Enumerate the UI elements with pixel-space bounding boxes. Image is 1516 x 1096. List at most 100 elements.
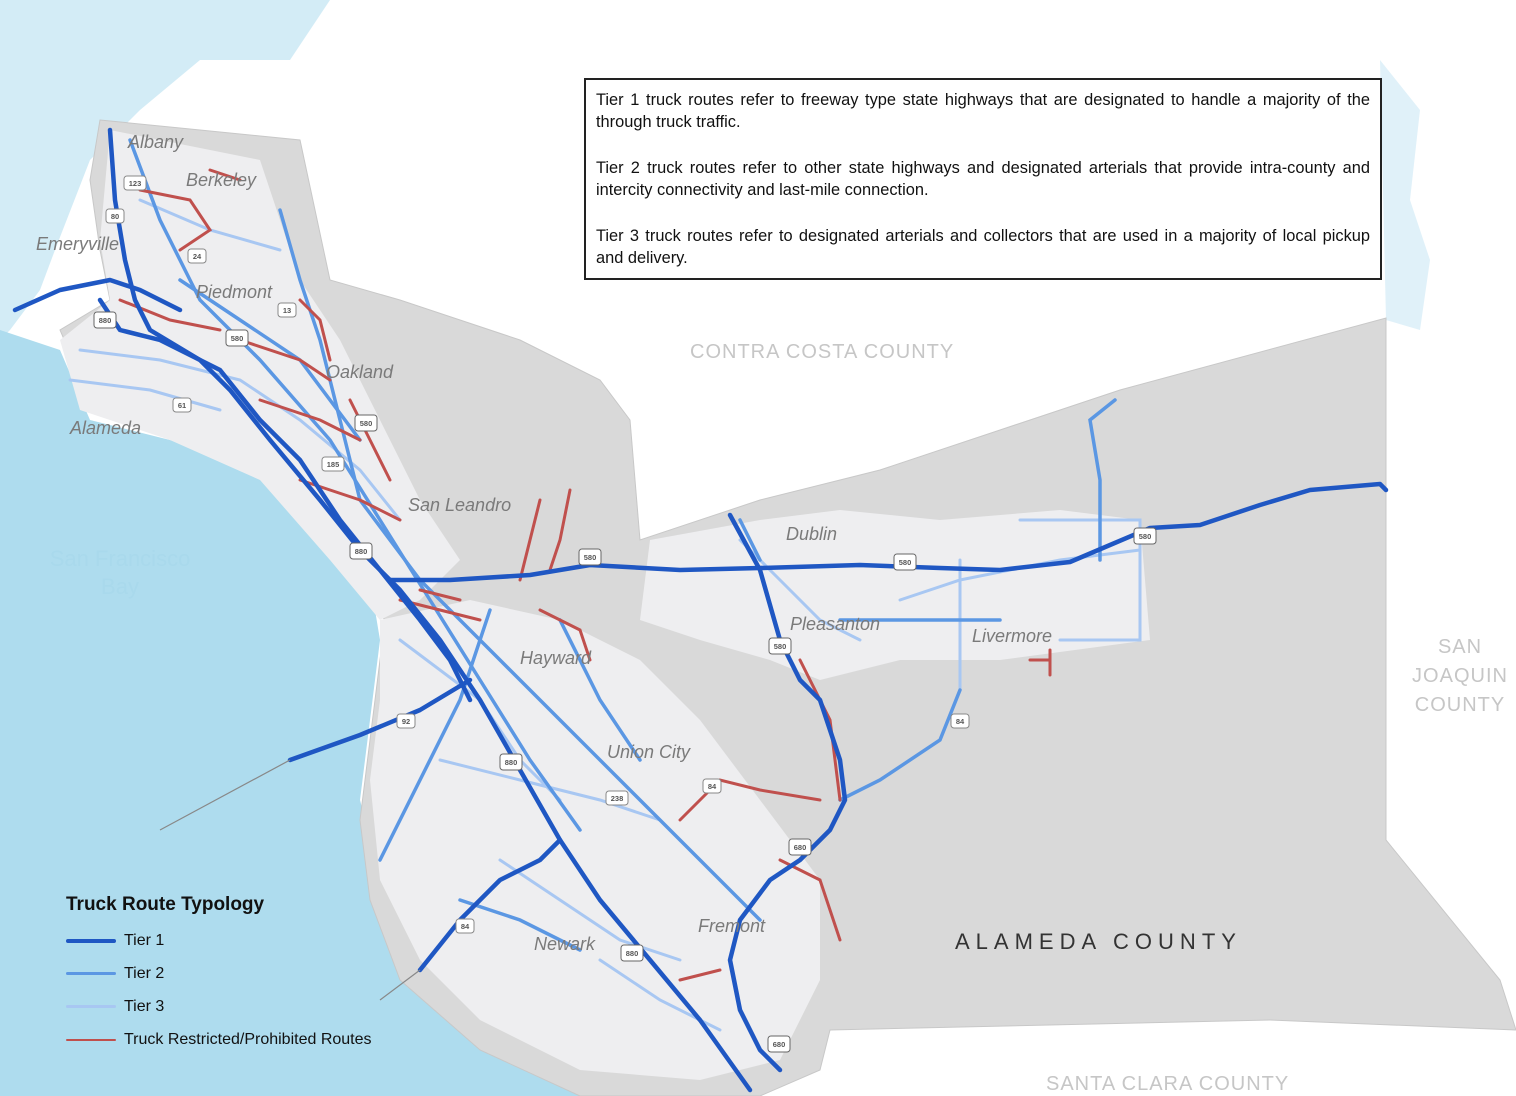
tier2-segment xyxy=(558,618,642,762)
shield-marker: 185 xyxy=(321,456,345,472)
shield-label: 80 xyxy=(111,212,119,221)
tier2-segment xyxy=(838,688,962,802)
tier2-segment xyxy=(178,278,362,442)
shield-marker: 84 xyxy=(950,713,970,729)
legend-swatch-restricted xyxy=(66,1038,116,1041)
city-label-pleasanton: Pleasanton xyxy=(790,614,880,634)
legend-title: Truck Route Typology xyxy=(66,894,265,915)
legend-label: Tier 3 xyxy=(124,997,165,1015)
shield-label: 880 xyxy=(355,547,368,556)
county-label-contra-costa: CONTRA COSTA COUNTY xyxy=(690,341,954,363)
restricted-segment xyxy=(418,588,462,602)
restricted-segment xyxy=(348,398,392,482)
tier2-segment xyxy=(738,518,762,562)
shield-marker: 84 xyxy=(702,778,722,794)
legend-item-tier1: Tier 1 xyxy=(66,924,426,957)
shield-marker: 80 xyxy=(105,208,125,224)
water-layer xyxy=(0,0,1430,1096)
legend-label: Tier 1 xyxy=(124,931,165,949)
city-label-hayward: Hayward xyxy=(520,648,592,668)
bay-label-1: San Francisco xyxy=(50,546,191,571)
tier3-routes xyxy=(68,198,1142,1032)
restricted-segment xyxy=(298,298,332,362)
tier3-segment xyxy=(438,758,662,822)
shield-label: 92 xyxy=(402,717,410,726)
restricted-segment xyxy=(548,488,572,572)
shield-marker: 880 xyxy=(349,542,373,560)
east-water xyxy=(1380,60,1430,330)
shield-marker: 880 xyxy=(620,944,644,962)
restricted-routes xyxy=(118,168,1052,982)
shield-label: 84 xyxy=(461,922,470,931)
city-label-oakland: Oakland xyxy=(326,362,394,382)
shield-label: 61 xyxy=(178,401,186,410)
county-label-san-joaquin-3: COUNTY xyxy=(1415,694,1505,716)
restricted-segment xyxy=(798,658,842,802)
shield-marker: 24 xyxy=(187,248,207,264)
restricted-segment xyxy=(518,498,542,582)
shield-label: 580 xyxy=(1139,532,1152,541)
shield-label: 185 xyxy=(327,460,340,469)
shield-marker: 680 xyxy=(767,1035,791,1053)
shield-marker: 580 xyxy=(578,548,602,566)
shield-marker: 580 xyxy=(768,637,792,655)
legend-swatch-tier1 xyxy=(66,938,116,943)
legend-label: Truck Restricted/Prohibited Routes xyxy=(124,1030,372,1048)
tier3-segment xyxy=(68,378,222,412)
tier3-segment xyxy=(78,348,402,522)
tier3-definition: Tier 3 truck routes refer to designated … xyxy=(596,227,1370,267)
city-label-piedmont: Piedmont xyxy=(196,282,273,302)
tier1-i580-west xyxy=(12,277,183,313)
shield-marker: 880 xyxy=(499,753,523,771)
tier1-i580 xyxy=(387,481,1389,583)
legend-item-tier3: Tier 3 xyxy=(66,990,426,1023)
shield-label: 580 xyxy=(584,553,597,562)
tier2-segment xyxy=(1088,398,1117,562)
bridge-line xyxy=(159,759,291,831)
shield-label: 880 xyxy=(626,949,639,958)
shield-label: 880 xyxy=(99,316,112,325)
tier2-definition: Tier 2 truck routes refer to other state… xyxy=(596,159,1370,199)
city-label-union-city: Union City xyxy=(607,742,691,762)
tier3-segment xyxy=(498,858,682,962)
city-label-alameda: Alameda xyxy=(69,418,141,438)
shield-marker: 92 xyxy=(396,713,416,729)
tier2-segment xyxy=(458,898,582,952)
restricted-segment xyxy=(1028,648,1052,677)
shield-label: 84 xyxy=(956,717,965,726)
shield-label: 24 xyxy=(193,252,202,261)
tier-definitions-box: Tier 1 truck routes refer to freeway typ… xyxy=(584,78,1382,280)
city-label-albany: Albany xyxy=(127,132,184,152)
shield-label: 580 xyxy=(360,419,373,428)
shield-label: 580 xyxy=(774,642,787,651)
shield-marker: 13 xyxy=(277,302,297,318)
shield-marker: 238 xyxy=(605,790,629,806)
legend-item-restricted: Truck Restricted/Prohibited Routes xyxy=(66,1023,426,1056)
tier1-sr84 xyxy=(417,837,563,973)
urban-south xyxy=(370,600,820,1080)
shield-label: 580 xyxy=(899,558,912,567)
shield-label: 238 xyxy=(611,794,624,803)
shield-marker: 580 xyxy=(225,329,249,347)
shield-marker: 580 xyxy=(1133,527,1157,545)
legend-swatch-tier2 xyxy=(66,972,116,975)
shield-marker: 680 xyxy=(788,838,812,856)
city-label-dublin: Dublin xyxy=(786,524,837,544)
shield-marker: 61 xyxy=(172,397,192,413)
restricted-segment xyxy=(138,188,213,252)
shield-marker: 123 xyxy=(123,175,147,191)
shield-label: 84 xyxy=(708,782,717,791)
city-label-emeryville: Emeryville xyxy=(36,234,119,254)
tier1-sr92 xyxy=(287,677,473,763)
county-label-santa-clara: SANTA CLARA COUNTY xyxy=(1046,1073,1289,1095)
bay-water xyxy=(0,0,330,340)
shield-label: 13 xyxy=(283,306,291,315)
shield-label: 123 xyxy=(129,179,142,188)
city-label-livermore: Livermore xyxy=(972,626,1052,646)
city-label-berkeley: Berkeley xyxy=(186,170,257,190)
shield-marker: 880 xyxy=(93,311,117,329)
legend-label: Tier 2 xyxy=(124,964,165,982)
shield-marker: 84 xyxy=(455,918,475,934)
